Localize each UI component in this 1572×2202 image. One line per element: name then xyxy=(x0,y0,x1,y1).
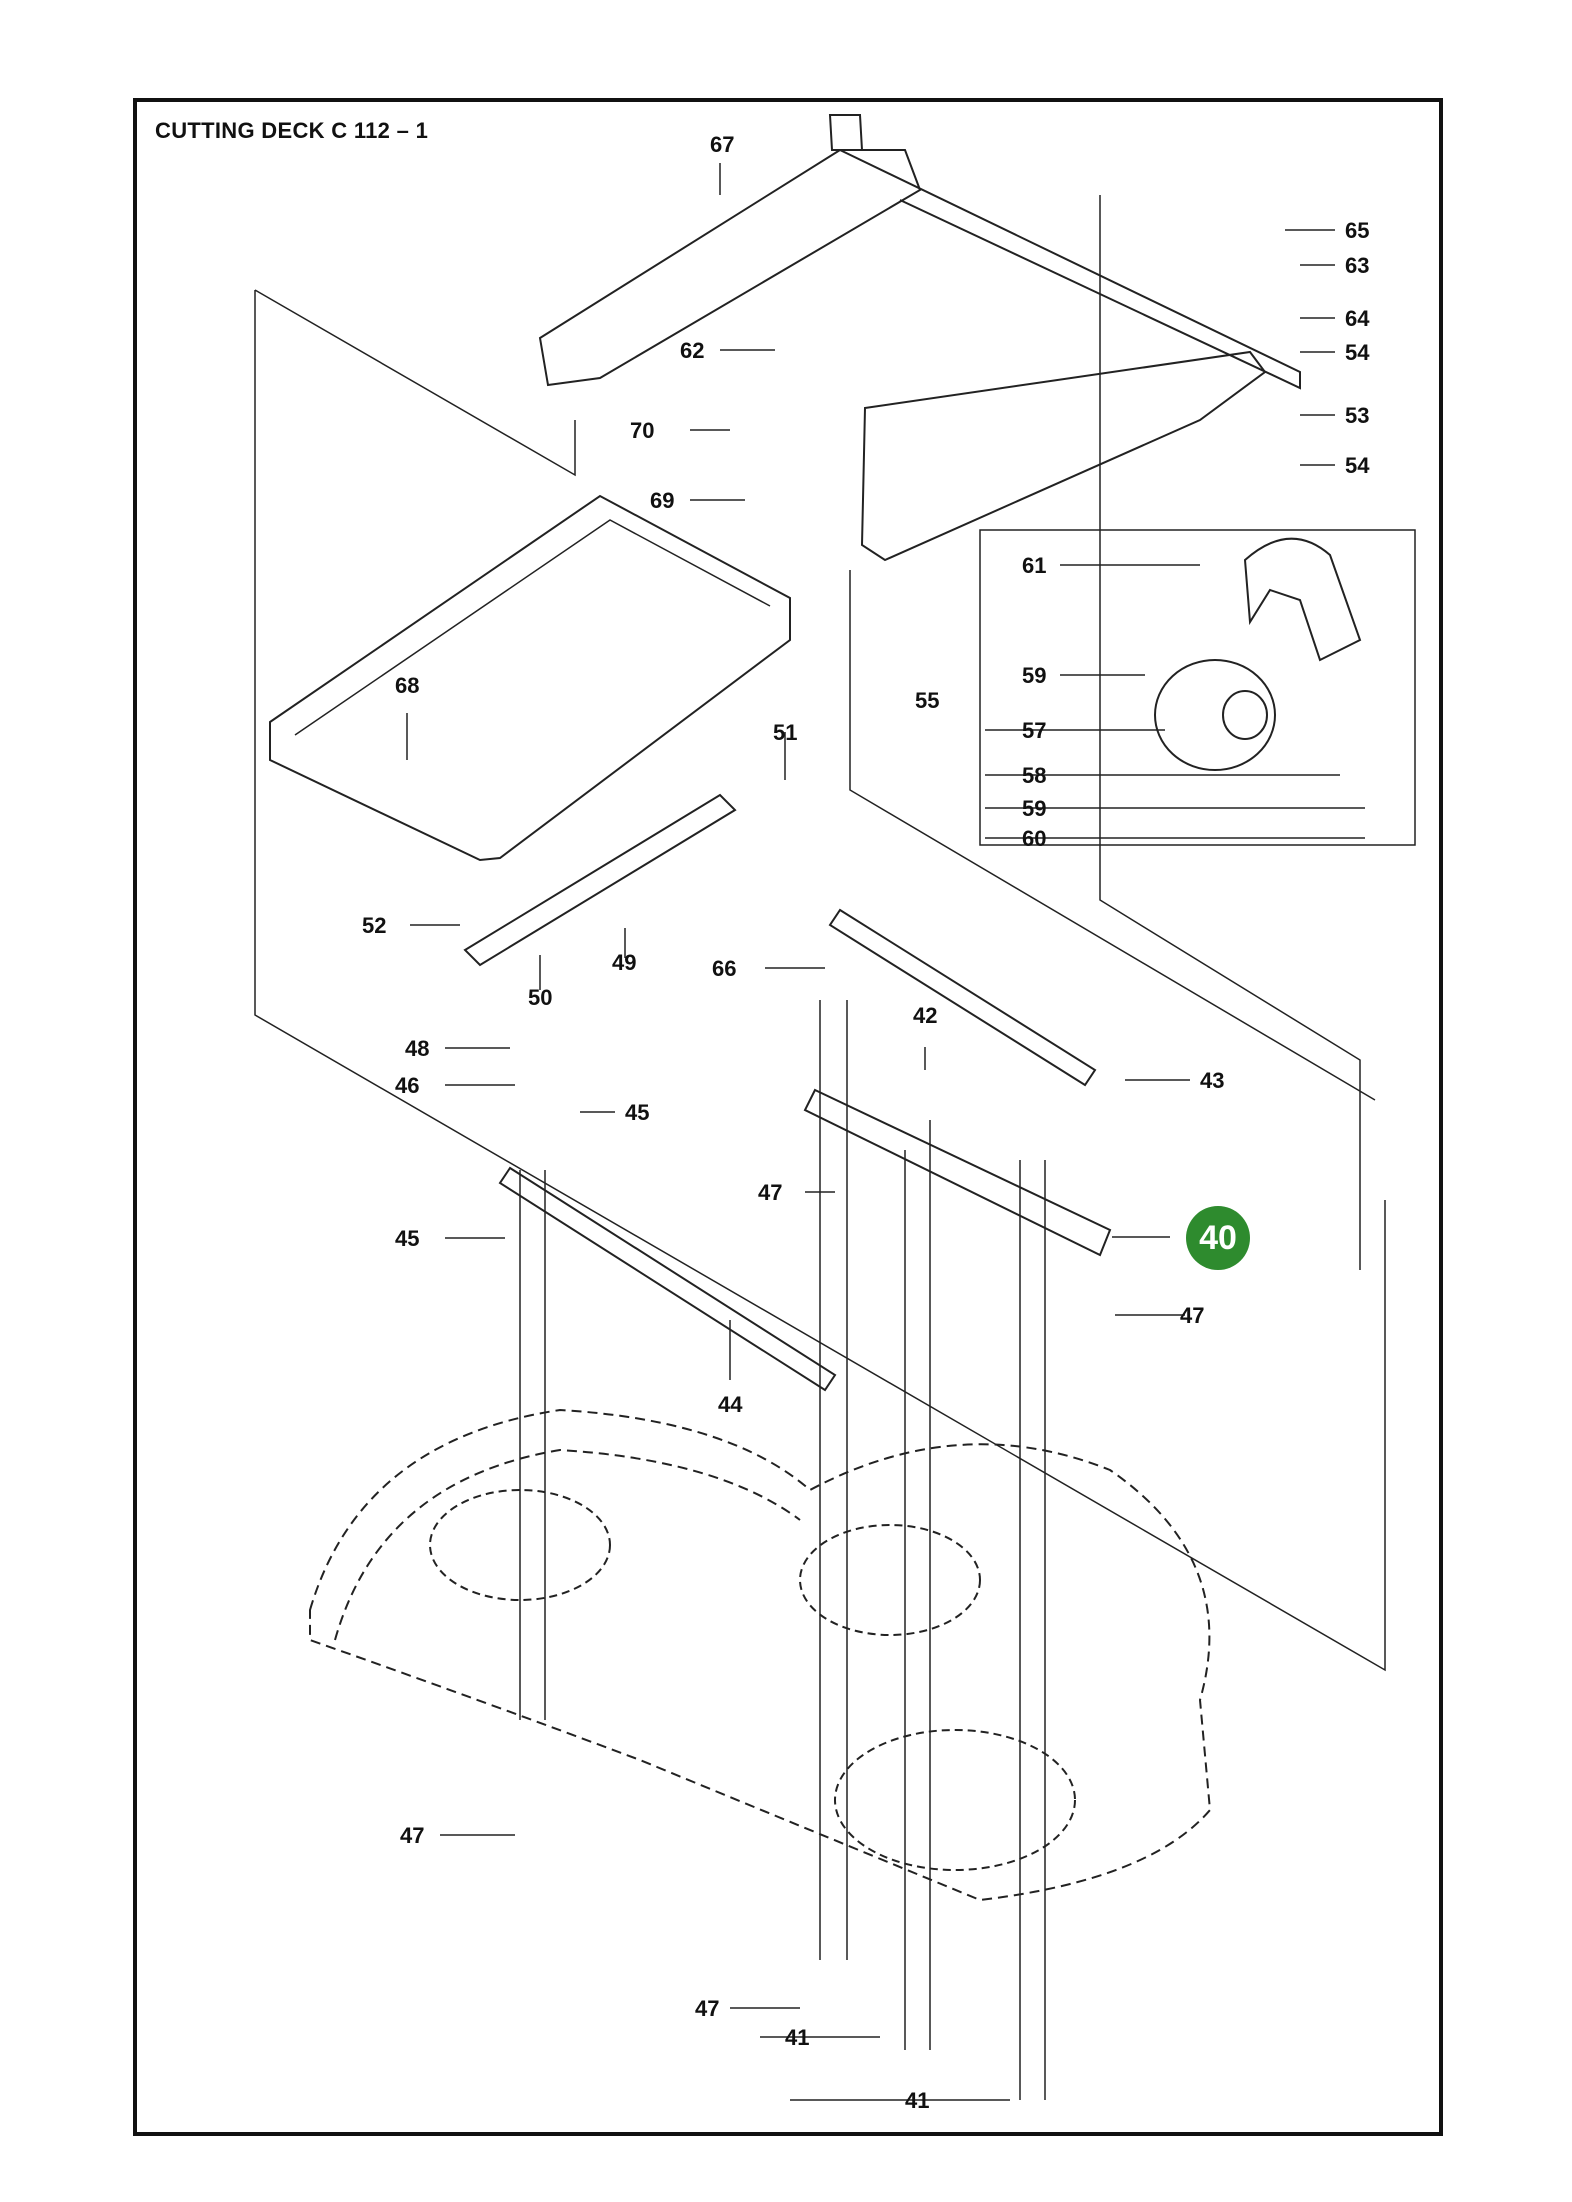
lift-plate xyxy=(269,494,791,862)
label-46: 46 xyxy=(395,1073,419,1098)
label-60: 60 xyxy=(1022,826,1046,851)
gauge-wheel xyxy=(1154,659,1276,771)
hanger-bracket xyxy=(803,1088,1112,1257)
label-47b: 47 xyxy=(1180,1303,1204,1328)
label-48: 48 xyxy=(405,1036,429,1061)
label-45b: 45 xyxy=(395,1226,419,1251)
label-66: 66 xyxy=(712,956,736,981)
label-62: 62 xyxy=(680,338,704,363)
label-64: 64 xyxy=(1345,306,1370,331)
highlighted-part-badge[interactable]: 40 xyxy=(1186,1206,1250,1270)
part-labels: 67 65 63 64 54 53 54 62 70 69 61 59 55 5… xyxy=(362,132,1370,2113)
cutting-deck xyxy=(309,1408,1212,1902)
label-58: 58 xyxy=(1022,763,1046,788)
label-59: 59 xyxy=(1022,663,1046,688)
label-69: 69 xyxy=(650,488,674,513)
wheel-bracket xyxy=(1243,537,1362,662)
page-title: CUTTING DECK C 112 – 1 xyxy=(155,118,429,143)
label-55: 55 xyxy=(915,688,939,713)
drawing-frame xyxy=(133,98,1443,2136)
frame-post xyxy=(828,114,864,151)
label-57: 57 xyxy=(1022,718,1046,743)
label-42: 42 xyxy=(913,1003,937,1028)
label-53: 53 xyxy=(1345,403,1369,428)
label-41b: 41 xyxy=(905,2088,929,2113)
label-59b: 59 xyxy=(1022,796,1046,821)
label-63: 63 xyxy=(1345,253,1369,278)
label-67: 67 xyxy=(710,132,734,157)
label-44: 44 xyxy=(718,1392,743,1417)
label-43: 43 xyxy=(1200,1068,1224,1093)
frame-rail-right xyxy=(860,350,1267,562)
label-70: 70 xyxy=(630,418,654,443)
front-axle xyxy=(828,908,1097,1087)
label-61: 61 xyxy=(1022,553,1046,578)
label-47d: 47 xyxy=(695,1996,719,2021)
label-47c: 47 xyxy=(400,1823,424,1848)
label-54: 54 xyxy=(1345,340,1370,365)
rear-axle xyxy=(498,1166,837,1392)
label-47: 47 xyxy=(758,1180,782,1205)
label-49: 49 xyxy=(612,950,636,975)
label-41: 41 xyxy=(785,2025,809,2050)
label-52: 52 xyxy=(362,913,386,938)
label-50: 50 xyxy=(528,985,552,1010)
label-68: 68 xyxy=(395,673,419,698)
adjust-rod xyxy=(463,793,737,967)
label-65: 65 xyxy=(1345,218,1369,243)
label-45: 45 xyxy=(625,1100,649,1125)
label-51: 51 xyxy=(773,720,797,745)
frame-rail-top xyxy=(839,149,1301,390)
label-54b: 54 xyxy=(1345,453,1370,478)
